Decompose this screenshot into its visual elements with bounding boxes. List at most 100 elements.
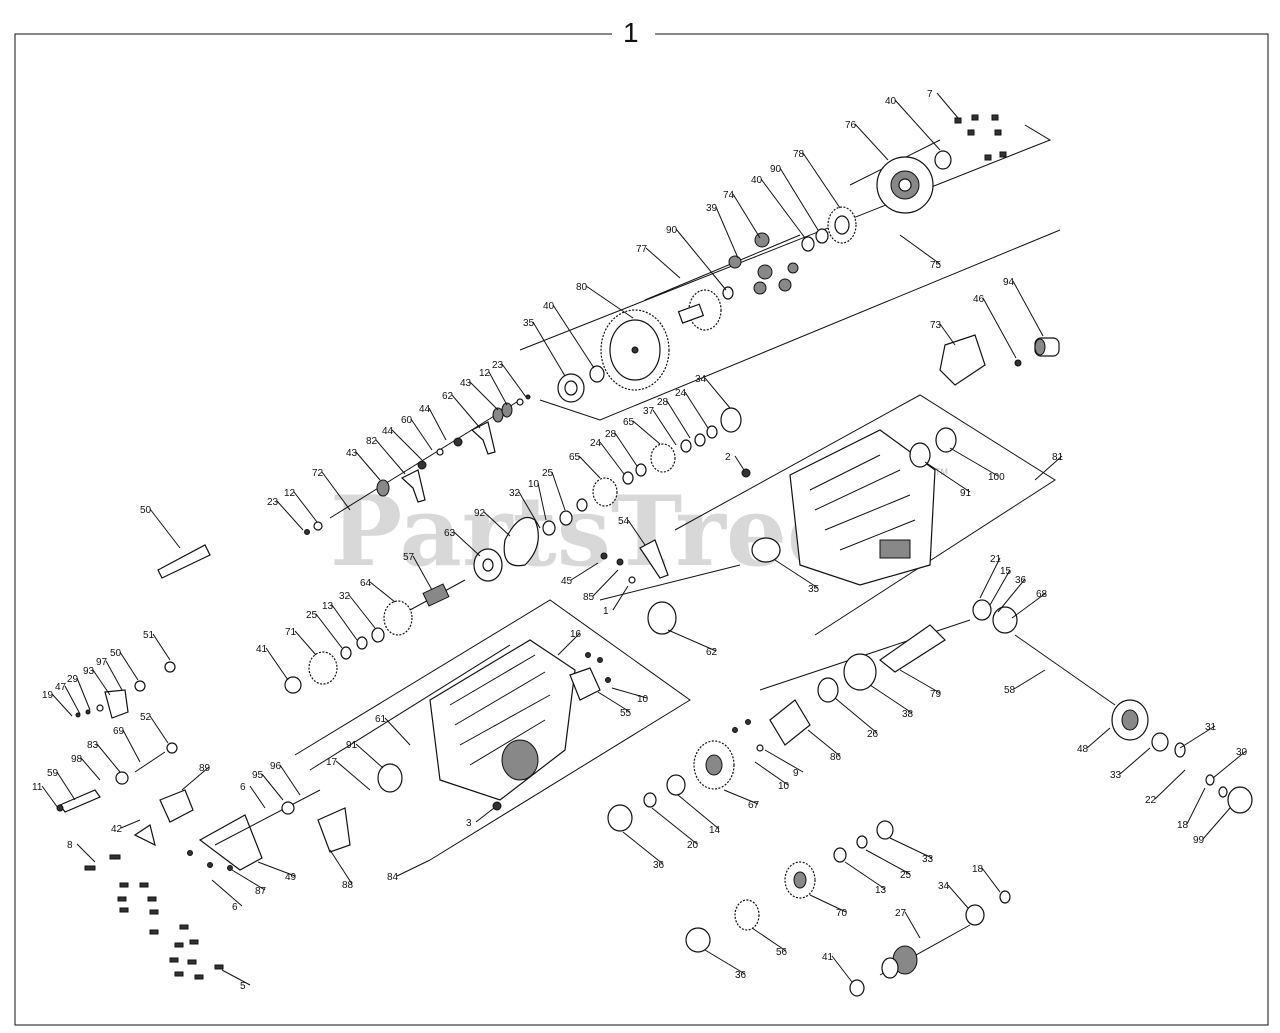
callout-leader-c27: [904, 911, 921, 939]
callout-label-c43b: 43: [346, 448, 358, 459]
callout-label-c54: 54: [618, 516, 630, 527]
part-67-gear: [693, 740, 735, 790]
callout-leader-c85: [592, 569, 619, 597]
callout-label-c31: 31: [1205, 722, 1217, 733]
callout-label-c18a: 18: [1177, 820, 1189, 831]
callout-label-c96: 96: [270, 761, 282, 772]
callout-leader-c46: [982, 297, 1017, 359]
callout-leader-c21: [979, 557, 1001, 599]
callout-leader-c7: [936, 92, 959, 119]
callout-label-c81: 81: [1052, 452, 1064, 463]
callout-label-c29: 29: [67, 674, 79, 685]
callout-leader-c79: [899, 669, 941, 694]
callout-label-c91a: 91: [960, 488, 972, 499]
callout-leader-c76: [854, 123, 889, 161]
part-64-gear: [383, 600, 413, 636]
callout-label-c87: 87: [255, 886, 267, 897]
callout-label-c6a: 6: [240, 782, 246, 793]
callout-leader-c54: [627, 519, 646, 546]
callout-leader-c20: [651, 807, 698, 845]
callout-label-c58: 58: [1004, 685, 1016, 696]
callout-label-c65a: 65: [623, 417, 635, 428]
part-5-bolts: [84, 850, 233, 980]
callout-leader-c75: [899, 234, 941, 265]
callout-label-c34b: 34: [938, 881, 950, 892]
callout-leader-c99: [1202, 807, 1231, 840]
callout-leader-c45: [570, 562, 599, 581]
part-84-housing: [429, 639, 576, 801]
callout-label-c45: 45: [561, 576, 573, 587]
callout-leader-c35b: [774, 559, 819, 589]
callout-label-c47: 47: [55, 682, 67, 693]
callout-label-c64: 64: [360, 578, 372, 589]
callout-label-c83: 83: [87, 740, 99, 751]
callout-leader-c36c: [704, 949, 746, 975]
callout-label-c62b: 62: [706, 647, 718, 658]
assembly-brackets: [294, 124, 1061, 861]
part-40-bushing: [934, 150, 952, 170]
callout-leader-c6a: [249, 785, 266, 809]
callout-label-c90b: 90: [666, 225, 678, 236]
callout-label-c13b: 13: [875, 885, 887, 896]
callout-leader-c13a: [331, 604, 358, 641]
callout-label-c23a: 23: [492, 360, 504, 371]
callout-leader-c34b: [947, 884, 969, 909]
callout-label-c46: 46: [973, 294, 985, 305]
callout-label-c15: 15: [1000, 566, 1012, 577]
callout-leader-c72: [321, 471, 351, 511]
callout-leader-c73: [939, 323, 956, 346]
callout-leader-c42: [120, 819, 141, 829]
callout-label-c33a: 33: [1110, 770, 1122, 781]
part-72-shift-rod: [304, 394, 531, 535]
callout-label-c63: 63: [444, 528, 456, 539]
part-20-washer: [643, 792, 657, 808]
callout-label-c23b: 23: [267, 497, 279, 508]
callout-leader-c65a: [632, 420, 661, 445]
callout-label-c1: 1: [603, 606, 609, 617]
callout-label-c86: 86: [830, 752, 842, 763]
callout-leader-c37: [652, 409, 677, 446]
callout-leader-c90a: [779, 167, 819, 231]
callout-label-c12b: 12: [284, 488, 296, 499]
part-35-bearing-2: [751, 537, 781, 563]
callout-label-c84: 84: [387, 872, 399, 883]
callout-leader-c61: [384, 717, 411, 746]
watermark: PartsTree: [330, 475, 848, 588]
callout-label-c48: 48: [1077, 744, 1089, 755]
part-89-bracket: [159, 789, 194, 823]
callout-leader-c39: [715, 206, 739, 259]
callout-leader-c92: [483, 511, 511, 537]
part-33-bearing-2: [876, 820, 894, 840]
callout-label-c52: 52: [140, 712, 152, 723]
callout-leader-c78: [802, 152, 841, 209]
callout-leader-c18a: [1186, 787, 1206, 825]
callout-leader-c70: [809, 894, 847, 913]
callout-leader-c34a: [704, 377, 731, 409]
callout-label-c24b: 24: [590, 438, 602, 449]
part-61-rod: [309, 644, 511, 771]
callout-leader-c32a: [518, 491, 541, 529]
callout-leader-c50b: [119, 651, 139, 681]
part-88-bracket: [317, 807, 351, 853]
callout-leader-c56: [751, 927, 787, 952]
part-7-bolts: [954, 114, 1007, 161]
callout-leader-c25b: [315, 613, 343, 649]
callout-leader-c14: [677, 794, 720, 830]
callout-leader-c15: [989, 569, 1011, 606]
part-36-bearing: [607, 804, 633, 832]
callout-label-c89: 89: [199, 763, 211, 774]
callout-label-c41b: 41: [822, 952, 834, 963]
callout-label-c18b: 18: [972, 864, 984, 875]
part-82-fork-2: [470, 421, 496, 455]
callout-leader-c40a: [894, 99, 941, 151]
callout-leader-c49: [257, 861, 296, 877]
callout-label-c5: 5: [240, 981, 246, 992]
callout-leader-c90b: [675, 228, 727, 291]
callout-leader-c97: [105, 660, 123, 691]
callout-label-c3: 3: [466, 818, 472, 829]
part-40-bushing-3: [589, 365, 605, 383]
part-70-gear: [784, 861, 816, 899]
callout-label-c7: 7: [927, 89, 933, 100]
part-58-axle: [972, 599, 1116, 706]
